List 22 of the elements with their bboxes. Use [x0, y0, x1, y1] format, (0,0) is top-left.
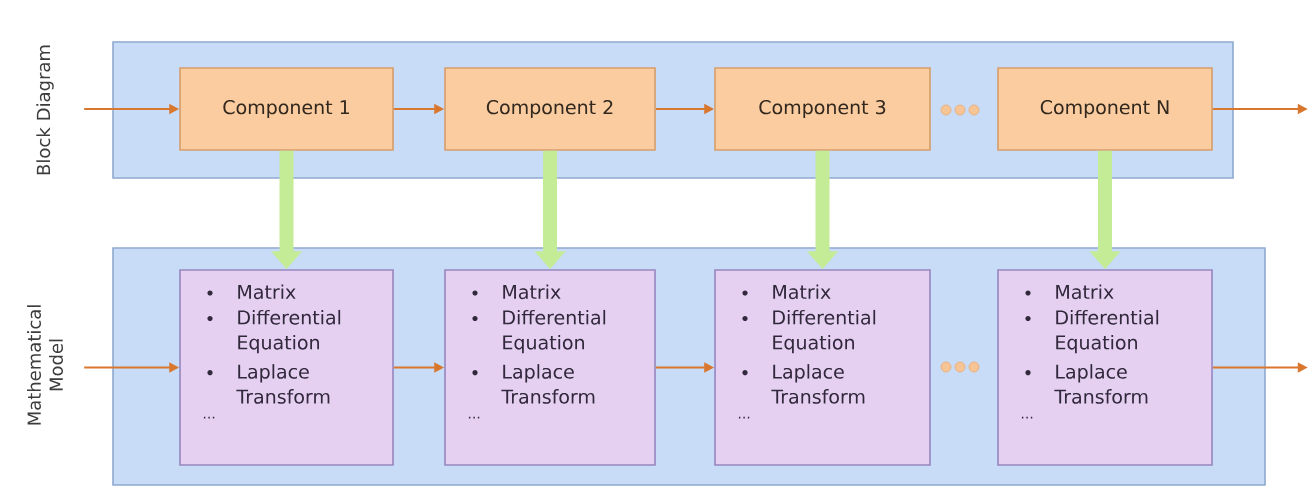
- list-item: ...: [468, 416, 480, 419]
- list-item: Matrix: [773, 284, 831, 300]
- list-item: ...: [738, 416, 750, 419]
- component-box: Component 1: [179, 67, 394, 151]
- component-box: Component N: [997, 67, 1213, 151]
- list-item: Matrix: [1056, 284, 1114, 300]
- list-item: Differential Equation: [773, 309, 876, 354]
- list-item: Laplace Transform: [771, 364, 865, 404]
- list-item: Laplace Transform: [501, 364, 595, 404]
- list-item: Differential Equation: [238, 309, 341, 354]
- list-item: Differential Equation: [1056, 309, 1159, 354]
- component-box: Component 3: [714, 67, 931, 151]
- band-heading: Block Diagram: [36, 45, 54, 175]
- list-item: Differential Equation: [503, 309, 606, 354]
- list-item: ...: [1021, 416, 1033, 419]
- band-heading: Mathematical Model: [27, 305, 63, 425]
- component-box: Component 2: [444, 67, 656, 151]
- list-item: Laplace Transform: [236, 364, 330, 404]
- list-item: ...: [203, 416, 215, 419]
- list-item: Matrix: [503, 284, 561, 300]
- list-item: Laplace Transform: [1054, 364, 1148, 404]
- list-item: Matrix: [238, 284, 296, 300]
